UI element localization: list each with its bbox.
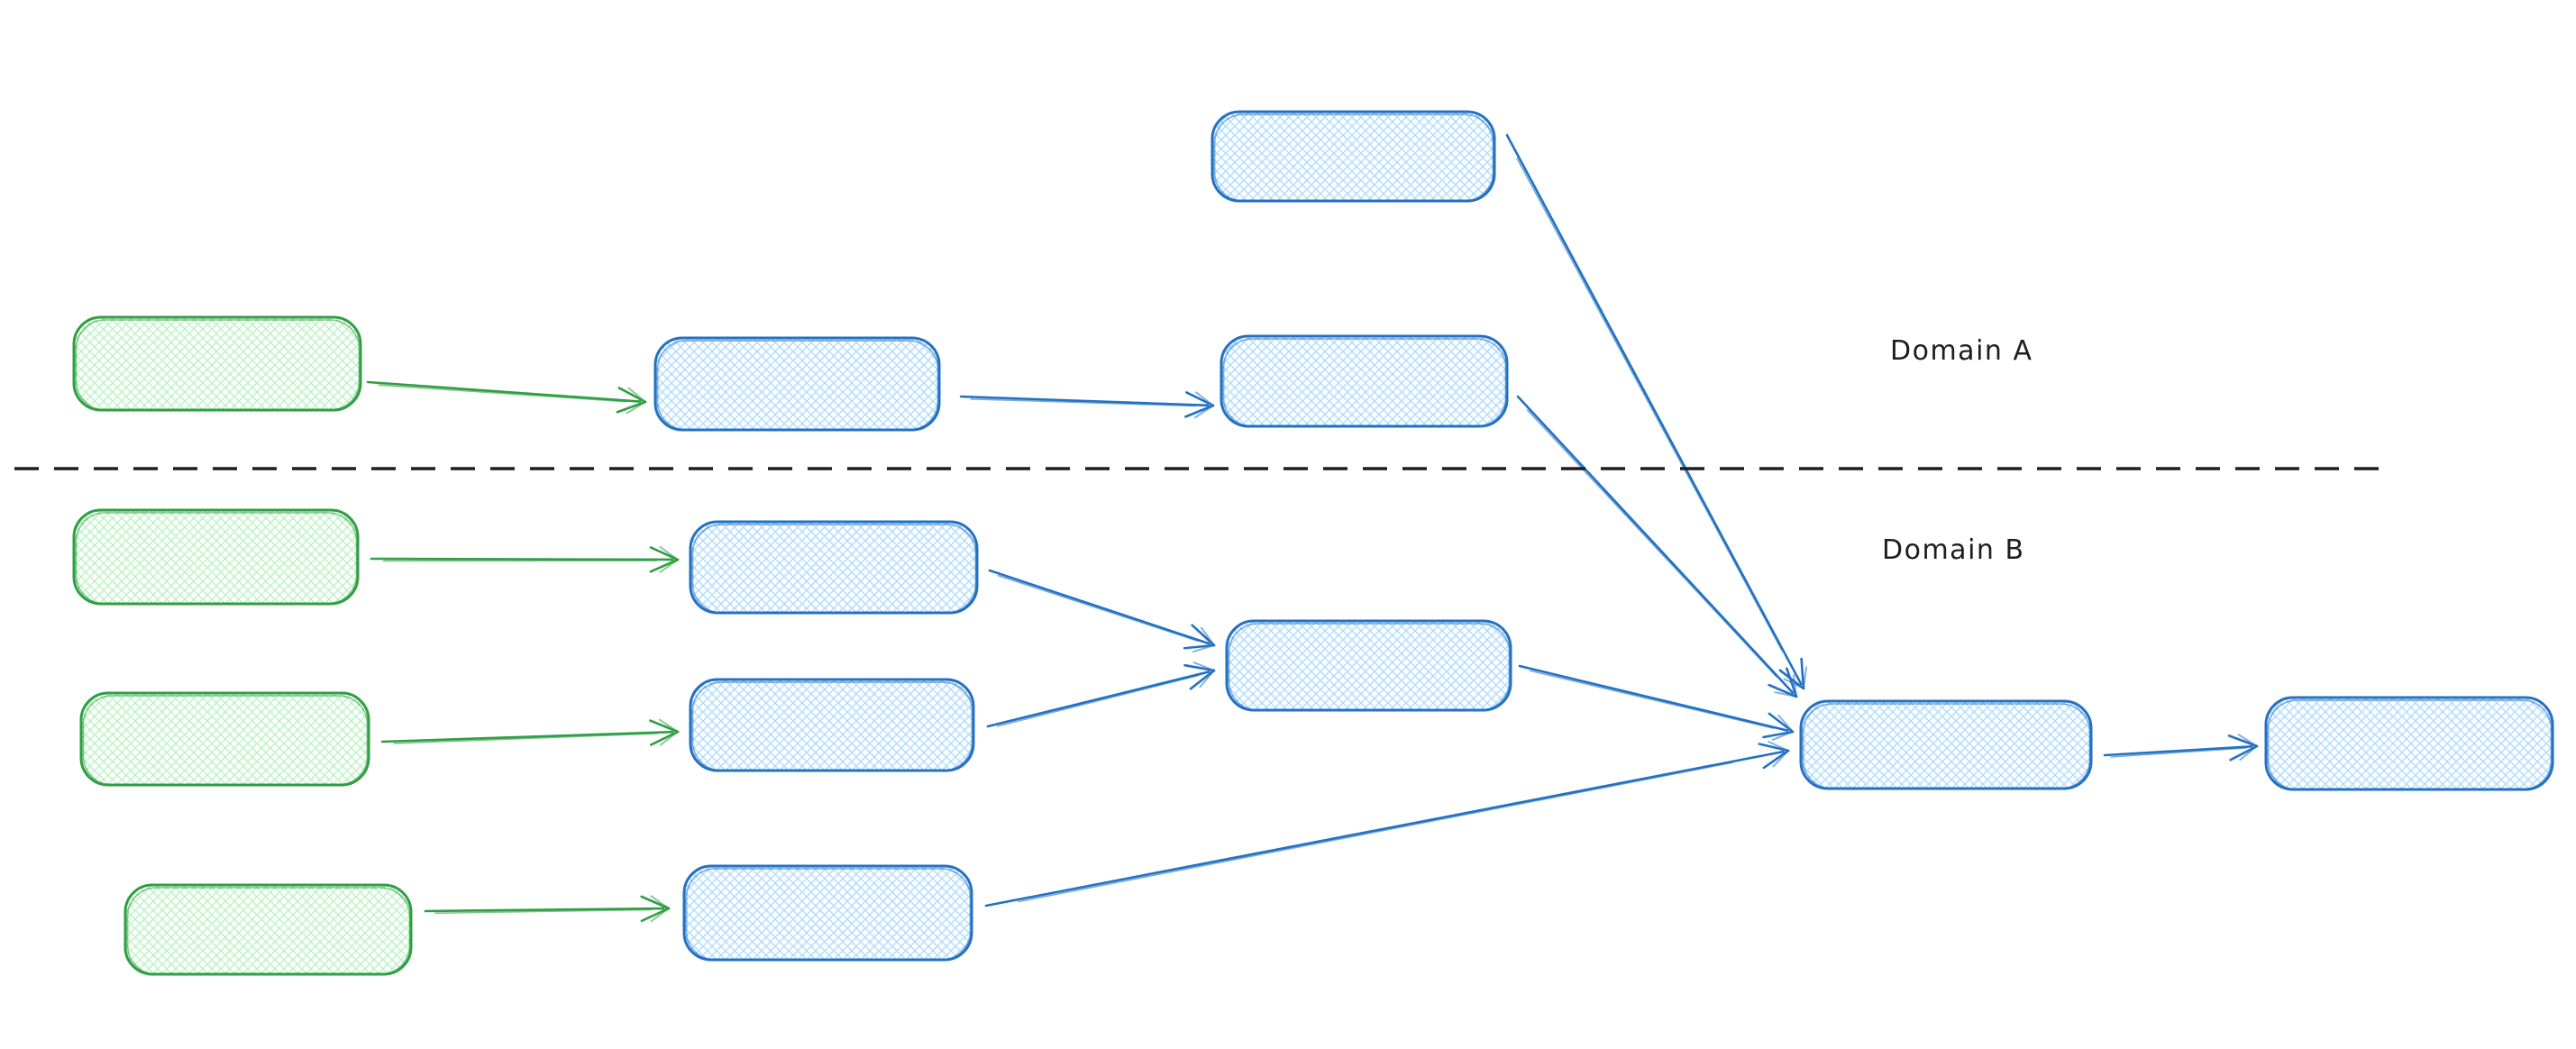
arrow-b3-to-sink[interactable] [984, 741, 1790, 908]
arrow-a2-to-sink[interactable] [1516, 395, 1798, 698]
node-blue-top[interactable] [1210, 110, 1496, 203]
arrow-merge-to-sink[interactable] [1518, 664, 1795, 741]
label-domain-a[interactable]: Domain A [1890, 335, 2033, 367]
arrow-top-to-sink[interactable] [1505, 133, 1808, 690]
arrow-b2-to-merge[interactable] [986, 661, 1216, 728]
node-blue-output[interactable] [2264, 696, 2554, 791]
node-green-b3[interactable] [123, 883, 413, 976]
arrow-a1-to-a2[interactable] [959, 391, 1215, 419]
node-green-b2[interactable] [79, 691, 370, 787]
node-blue-b2[interactable] [689, 678, 975, 772]
edge-layer [366, 133, 2259, 923]
arrow-green-b2-to-b2[interactable] [380, 718, 680, 746]
node-layer [72, 110, 2554, 976]
node-blue-b3[interactable] [682, 864, 973, 962]
node-green-b1[interactable] [72, 508, 360, 606]
arrow-b1-to-merge[interactable] [988, 569, 1216, 653]
arrow-green-b3-to-b3[interactable] [424, 895, 671, 923]
node-blue-a2[interactable] [1219, 334, 1509, 428]
arrow-green-a-to-a1[interactable] [366, 380, 647, 415]
node-blue-sink[interactable] [1799, 699, 2093, 790]
arrow-sink-to-output[interactable] [2103, 734, 2259, 762]
node-green-a[interactable] [72, 315, 362, 412]
node-blue-b1[interactable] [689, 520, 979, 615]
arrow-green-b1-to-b1[interactable] [370, 545, 680, 573]
node-blue-merge[interactable] [1225, 619, 1512, 712]
node-blue-a1[interactable] [653, 336, 941, 432]
label-domain-b[interactable]: Domain B [1882, 534, 2025, 566]
